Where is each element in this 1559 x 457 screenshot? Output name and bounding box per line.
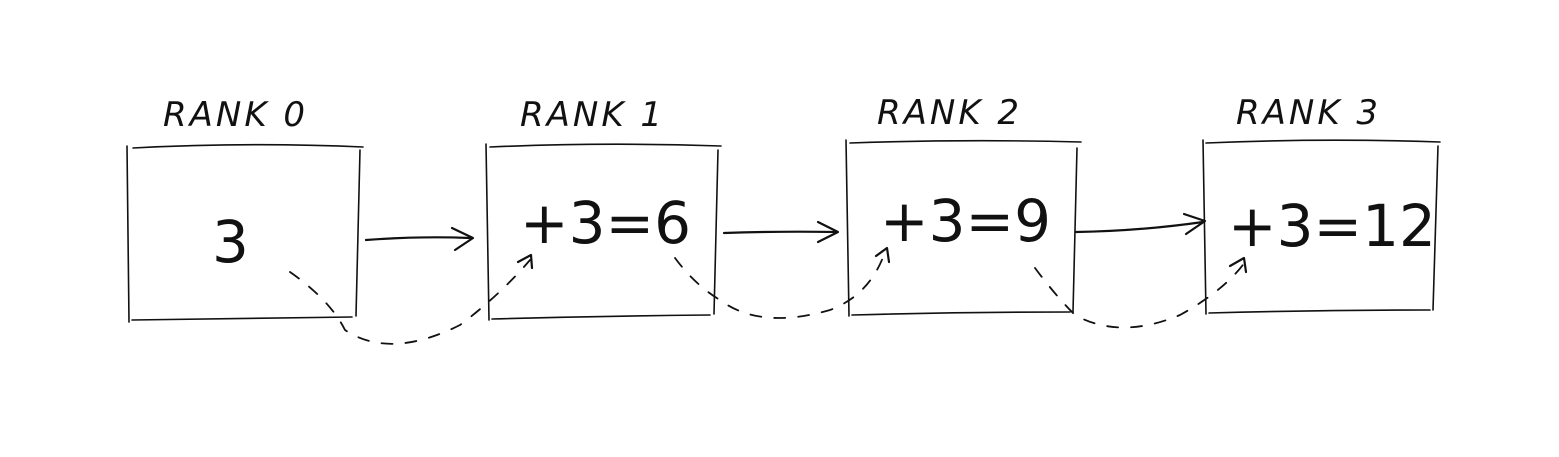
arrow-rank-1-to-2 bbox=[722, 220, 840, 244]
rank-0-box bbox=[126, 143, 364, 323]
rank-2-box bbox=[845, 139, 1082, 317]
rank-1-value: +3=6 bbox=[520, 189, 691, 257]
dashed-arrow-rank-1-to-2 bbox=[674, 246, 891, 319]
rank-3-box bbox=[1202, 139, 1441, 315]
rank-1-label: RANK 1 bbox=[520, 95, 665, 135]
dashed-arrow-rank-0-to-1 bbox=[289, 253, 534, 345]
rank-3-label: RANK 3 bbox=[1236, 93, 1381, 133]
rank-0-node: RANK 0 3 bbox=[126, 95, 364, 323]
rank-2-label: RANK 2 bbox=[877, 93, 1022, 133]
arrow-rank-2-to-3 bbox=[1074, 212, 1207, 236]
dashed-arrow-rank-2-to-3 bbox=[1034, 256, 1248, 329]
rank-3-node: RANK 3 +3=12 bbox=[1202, 93, 1441, 315]
rank-2-node: RANK 2 +3=9 bbox=[845, 93, 1082, 317]
rank-1-box bbox=[485, 143, 722, 321]
rank-0-value: 3 bbox=[212, 208, 249, 276]
arrow-rank-0-to-1 bbox=[364, 226, 475, 252]
rank-0-label: RANK 0 bbox=[163, 95, 308, 135]
rank-2-value: +3=9 bbox=[880, 187, 1051, 255]
rank-3-value: +3=12 bbox=[1228, 192, 1436, 260]
rank-1-node: RANK 1 +3=6 bbox=[485, 95, 722, 321]
